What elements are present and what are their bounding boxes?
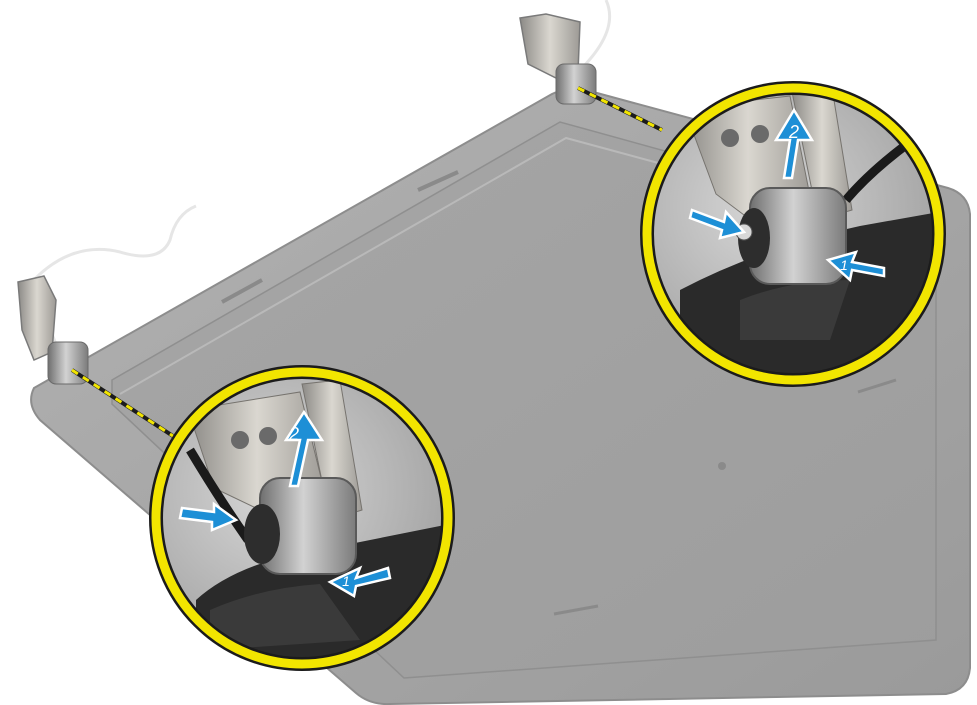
left-step-2-number: 2 [288, 424, 299, 444]
bezel-camera-dot [718, 462, 726, 470]
right-hinge-barrel [556, 64, 596, 104]
right-hinge-cable [580, 0, 610, 70]
right-step-1-number: 1 [840, 257, 848, 273]
left-step-1-number: 1 [342, 573, 350, 589]
right-step-2-number: 2 [788, 122, 799, 142]
right-hinge [520, 0, 610, 104]
